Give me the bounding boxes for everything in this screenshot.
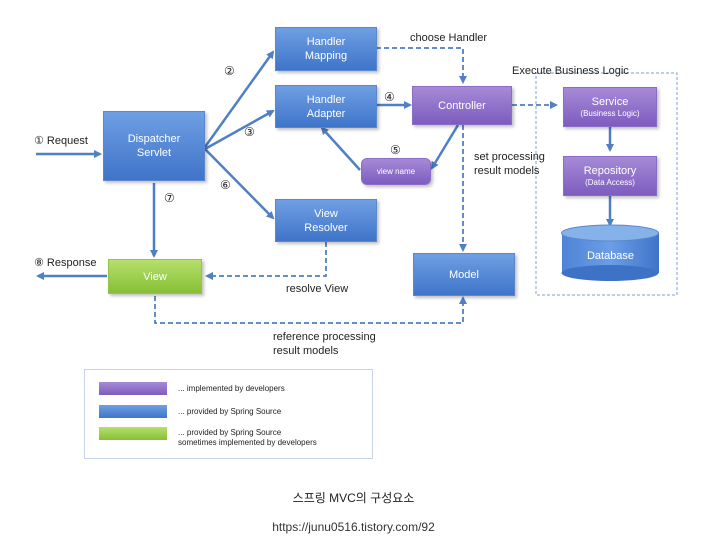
- step-7: ⑦: [164, 191, 175, 205]
- view-name-box: view name: [361, 158, 431, 185]
- response-label: ⑧ Response: [34, 257, 97, 269]
- arrow-to-view-resolver: [204, 148, 275, 220]
- service-sub-label: (Business Logic): [580, 109, 640, 118]
- dispatcher-servlet-label: Dispatcher Servlet: [127, 133, 181, 159]
- business-logic-group: [535, 72, 678, 296]
- view-resolver-box: View Resolver: [275, 199, 377, 242]
- execute-business-logic-label: Execute Business Logic: [512, 65, 629, 77]
- request-label: ① Request: [34, 135, 88, 147]
- repository-label: Repository: [583, 165, 637, 177]
- controller-box: Controller: [412, 86, 512, 125]
- view-box: View: [108, 259, 202, 294]
- legend-swatch-purple: [99, 382, 167, 395]
- database-shape: [561, 224, 659, 281]
- legend-swatch-green: [99, 427, 167, 440]
- handler-mapping-box: Handler Mapping: [275, 27, 377, 71]
- legend-text-spring-sometimes: ... provided by Spring Source sometimes …: [178, 428, 317, 447]
- handler-adapter-label: Handler Adapter: [306, 93, 346, 120]
- view-name-label: view name: [376, 166, 416, 176]
- view-label: View: [143, 270, 167, 283]
- arrow-controller-to-viewname: [430, 124, 460, 170]
- step-2: ②: [224, 64, 235, 78]
- model-label: Model: [449, 268, 479, 281]
- handler-adapter-box: Handler Adapter: [275, 85, 377, 128]
- view-resolver-label: View Resolver: [304, 207, 348, 234]
- controller-label: Controller: [438, 99, 486, 112]
- arrow-choose-handler: [376, 47, 467, 84]
- step-3: ③: [244, 125, 255, 139]
- legend-swatch-blue: [99, 405, 167, 418]
- model-box: Model: [413, 253, 515, 296]
- dispatcher-servlet-box: Dispatcher Servlet: [103, 111, 205, 181]
- service-label: Service: [591, 96, 629, 108]
- reference-processing-label: reference processing result models: [273, 331, 376, 357]
- source-url: https://junu0516.tistory.com/92: [272, 520, 435, 534]
- legend-text-spring: ... provided by Spring Source: [178, 407, 282, 416]
- step-5: ⑤: [390, 143, 401, 157]
- legend: ... implemented by developers ... provid…: [84, 369, 373, 459]
- arrow-viewname-to-adapter: [320, 126, 361, 171]
- arrow-to-handler-mapping: [203, 50, 275, 148]
- legend-text-developers: ... implemented by developers: [178, 384, 285, 393]
- arrow-reference-model: [154, 296, 467, 324]
- service-box: Service (Business Logic): [563, 87, 657, 127]
- step-6: ⑥: [220, 178, 231, 192]
- arrow-resolve-view: [205, 242, 327, 280]
- repository-box: Repository (Data Access): [563, 156, 657, 196]
- resolve-view-label: resolve View: [286, 283, 349, 295]
- set-processing-label: set processing result models: [474, 151, 545, 177]
- arrow-to-handler-adapter: [204, 109, 275, 151]
- step-4: ④: [384, 90, 395, 104]
- database-label: Database: [586, 250, 635, 262]
- choose-handler-label: choose Handler: [410, 32, 488, 44]
- repository-sub-label: (Data Access): [585, 178, 635, 187]
- handler-mapping-label: Handler Mapping: [304, 36, 348, 62]
- caption: 스프링 MVC의 구성요소: [292, 491, 415, 505]
